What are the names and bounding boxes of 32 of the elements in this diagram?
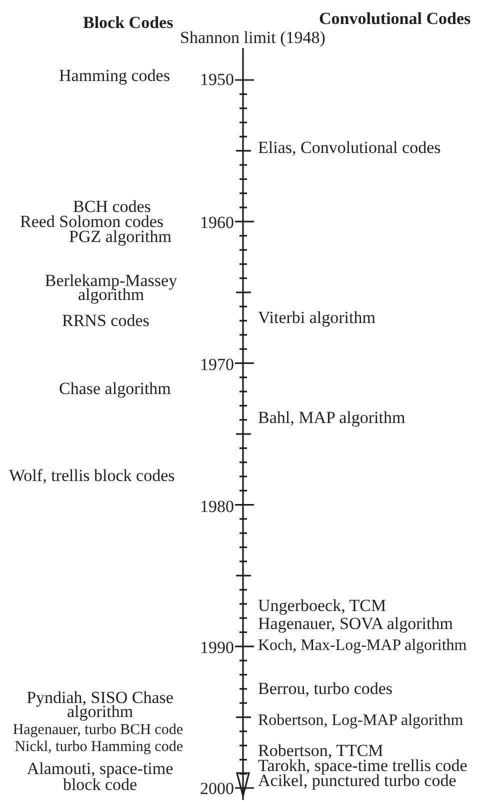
- event-label: Hagenauer, turbo BCH code: [12, 722, 183, 738]
- event-label: Viterbi algorithm: [258, 310, 376, 324]
- year-label: 1950: [200, 72, 234, 86]
- event-label: Tarokh, space-time trellis code: [258, 758, 468, 772]
- event-label: Pyndiah, SISO Chase algorithm: [26, 691, 174, 719]
- milestone-label: Shannon limit (1948): [180, 30, 326, 44]
- event-label: Ungerboeck, TCM: [258, 598, 386, 612]
- year-label: 1990: [200, 640, 234, 654]
- event-label: Berrou, turbo codes: [258, 680, 393, 696]
- event-label: Hagenauer, SOVA algorithm: [258, 616, 453, 630]
- year-label: 2000: [200, 780, 234, 796]
- event-label: Elias, Convolutional codes: [258, 140, 441, 154]
- event-label: BCH codes: [73, 198, 151, 214]
- event-label: Alamouti, space-time block code: [26, 761, 174, 793]
- column-heading: Convolutional Codes: [319, 10, 471, 26]
- event-label: Bahl, MAP algorithm: [258, 410, 406, 424]
- year-label: 1970: [200, 356, 234, 372]
- event-label: Hamming codes: [59, 68, 170, 82]
- event-label: Chase algorithm: [59, 380, 171, 396]
- column-heading: Block Codes: [83, 14, 174, 30]
- event-label: PGZ algorithm: [69, 228, 172, 244]
- year-label: 1980: [200, 498, 234, 514]
- year-label: 1960: [200, 214, 234, 230]
- event-label: Robertson, TTCM: [258, 742, 384, 758]
- event-label: Koch, Max-Log-MAP algorithm: [258, 638, 467, 652]
- event-label: Berlekamp-Massey algorithm: [44, 274, 178, 302]
- event-label: Robertson, Log-MAP algorithm: [258, 712, 464, 728]
- event-label: Wolf, trellis block codes: [9, 468, 175, 482]
- event-label: Acikel, punctured turbo code: [258, 772, 456, 788]
- event-label: RRNS codes: [62, 312, 150, 328]
- event-label: Nickl, turbo Hamming code: [14, 740, 183, 754]
- event-label: Reed Solomon codes: [20, 214, 164, 228]
